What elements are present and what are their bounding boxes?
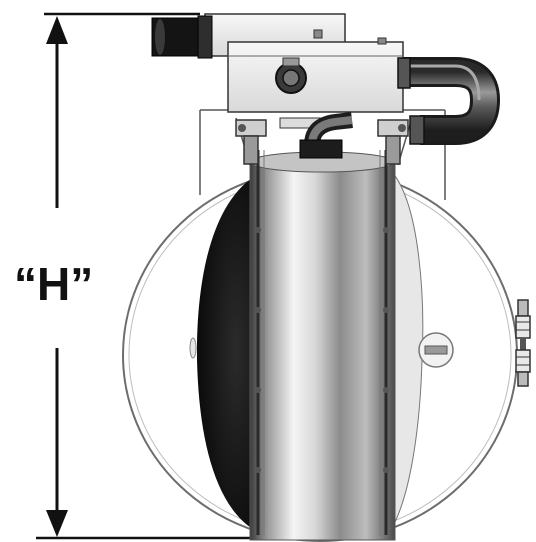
- top-housing: [151, 13, 404, 113]
- mounting-posts: [235, 117, 409, 165]
- side-knob: [418, 332, 454, 368]
- lower-box: [227, 41, 404, 113]
- side-latch: [515, 299, 531, 387]
- arrow-down-icon: [46, 510, 68, 537]
- rail-bolts: [255, 227, 389, 473]
- height-dimension-label: “H”: [14, 258, 93, 310]
- dimension-indicator: “H”: [14, 12, 320, 540]
- exhaust-pipe: [397, 57, 501, 145]
- left-indicator: [189, 337, 197, 359]
- center-cylinder: [249, 159, 396, 541]
- drum-shadow-face: [196, 172, 262, 530]
- center-conduit: [299, 112, 353, 159]
- arrow-up-icon: [46, 16, 68, 44]
- drum-body: [122, 150, 518, 542]
